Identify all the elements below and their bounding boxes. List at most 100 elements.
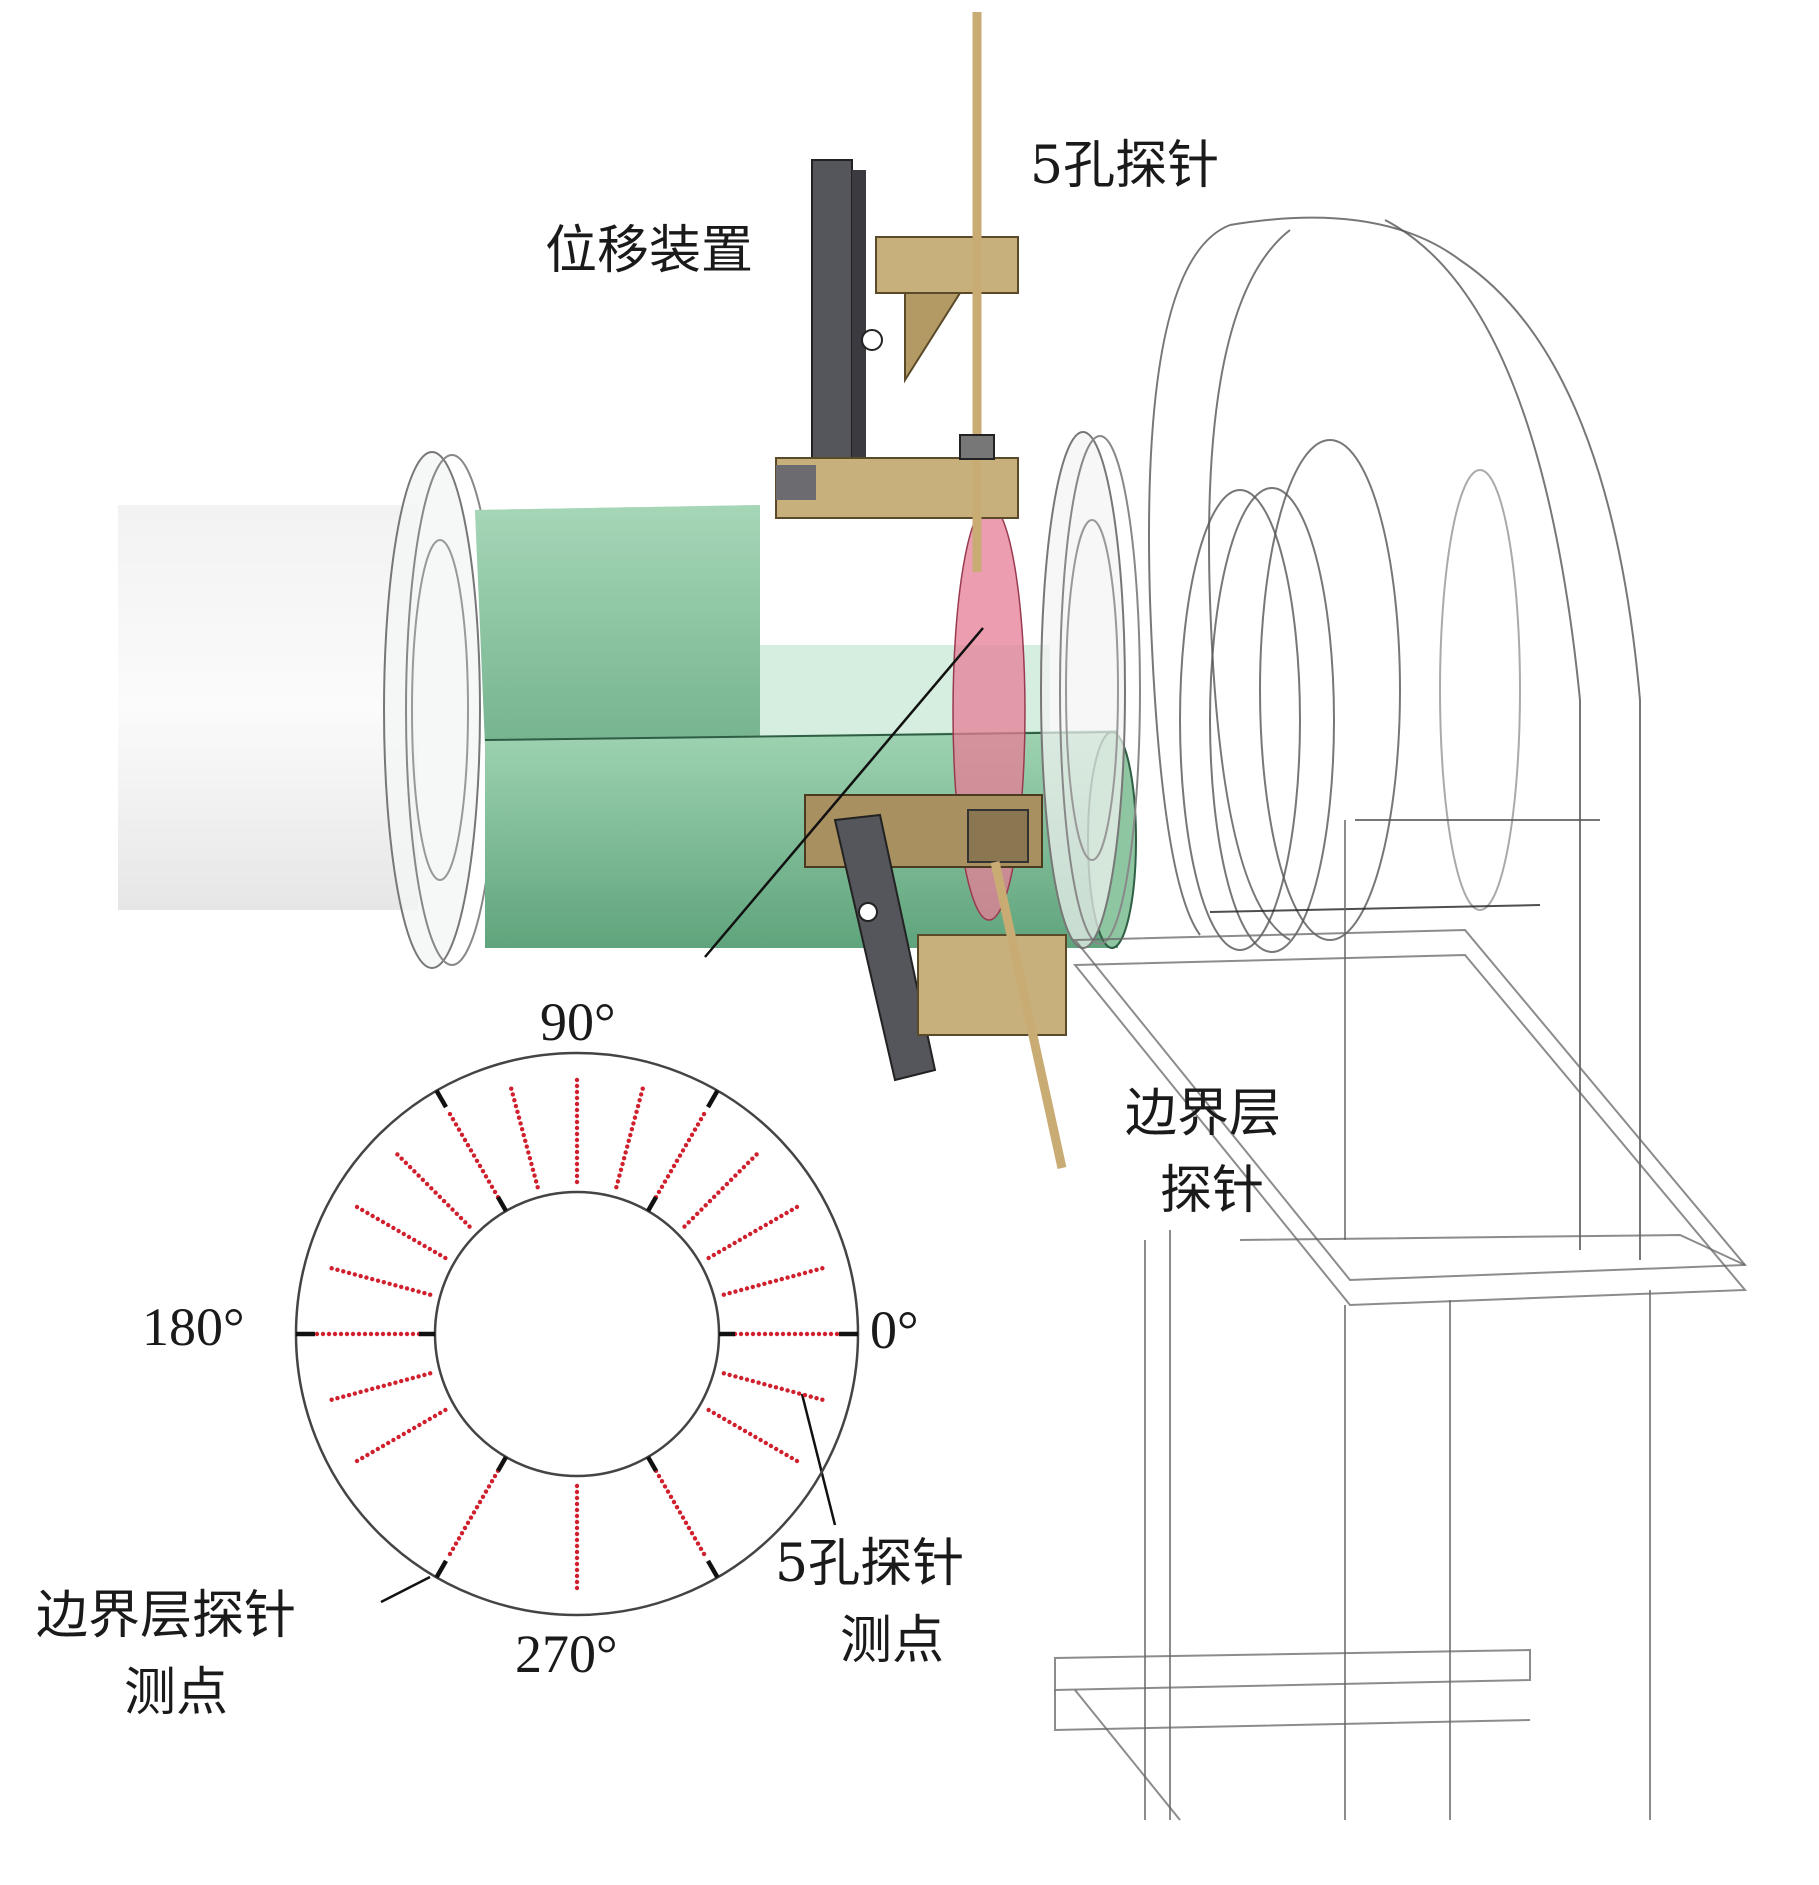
five-hole-point: [574, 1573, 580, 1579]
five-hole-point: [362, 1331, 368, 1337]
five-hole-point: [695, 1541, 701, 1546]
five-hole-point: [620, 1161, 625, 1167]
five-hole-point: [773, 1278, 779, 1283]
five-hole-point: [417, 1422, 422, 1428]
inlet-pipe: [118, 505, 418, 910]
five-hole-point: [574, 1585, 580, 1591]
boundary-layer-probe-label-1: 边界层: [1125, 1084, 1282, 1144]
five-hole-point: [820, 1397, 825, 1402]
five-hole-point: [774, 1331, 780, 1337]
five-hole-point: [429, 1186, 434, 1191]
five-hole-point: [762, 1331, 768, 1337]
five-hole-point: [767, 1383, 773, 1388]
five-hole-point: [416, 1289, 421, 1294]
five-hole-point: [699, 1207, 704, 1212]
five-hole-point: [744, 1377, 750, 1382]
five-hole-point: [574, 1083, 580, 1089]
five-hole-point: [574, 1143, 580, 1149]
five-hole-point: [386, 1222, 391, 1228]
five-hole-point: [422, 1372, 427, 1378]
five-hole-point: [727, 1290, 732, 1296]
five-hole-point: [529, 1161, 534, 1167]
five-hole-point: [732, 1422, 737, 1428]
five-hole-point: [758, 1437, 763, 1443]
five-hole-point: [329, 1397, 334, 1402]
five-hole-point: [683, 1520, 689, 1525]
five-hole-point: [471, 1153, 477, 1158]
five-hole-point: [706, 1407, 711, 1413]
five-hole-point: [690, 1215, 696, 1221]
five-hole-point: [516, 1115, 522, 1120]
five-hole-point: [727, 1419, 732, 1425]
five-hole-point: [668, 1168, 674, 1174]
outer-boundary-point-120: [434, 1089, 448, 1109]
five-hole-point: [621, 1156, 627, 1161]
five-hole-ray-0: [732, 1331, 840, 1337]
five-hole-point: [574, 1531, 580, 1537]
five-hole-point: [780, 1331, 786, 1337]
five-hole-point: [767, 1280, 773, 1285]
five-hole-point: [407, 1164, 413, 1170]
five-hole-point: [492, 1189, 498, 1195]
five-hole-point: [733, 1289, 738, 1294]
five-hole-point: [722, 1246, 727, 1252]
five-hole-ray-180: [314, 1331, 422, 1337]
five-hole-point: [808, 1269, 813, 1274]
five-hole-point: [474, 1505, 480, 1510]
five-hole-point: [450, 1207, 455, 1212]
five-hole-point: [574, 1125, 580, 1131]
five-hole-point: [399, 1156, 404, 1161]
five-hole-point: [744, 1286, 750, 1291]
five-hole-point: [380, 1331, 386, 1337]
five-hole-point: [635, 1103, 641, 1109]
five-hole-point: [680, 1148, 686, 1153]
five-hole-point: [574, 1537, 580, 1543]
test-duct: [475, 505, 1137, 949]
five-hole-point: [474, 1158, 480, 1163]
five-hole-point: [748, 1231, 753, 1237]
five-hole-point: [574, 1513, 580, 1519]
five-hole-point: [779, 1213, 784, 1219]
five-hole-point: [574, 1137, 580, 1143]
five-hole-point: [456, 1127, 462, 1132]
five-hole-point: [683, 1143, 689, 1148]
plane-leader-line: [704, 627, 984, 958]
five-hole-point: [695, 1211, 700, 1216]
five-hole-point: [768, 1443, 774, 1449]
five-hole-point: [706, 1255, 711, 1261]
five-hole-point: [574, 1113, 580, 1119]
five-hole-point: [443, 1407, 448, 1413]
five-hole-point: [404, 1377, 410, 1382]
five-hole-point: [463, 1220, 468, 1225]
five-hole-point: [483, 1489, 489, 1494]
five-hole-point: [707, 1198, 713, 1204]
five-hole-point: [814, 1395, 819, 1401]
boundary-layer-traverse: [804, 794, 1067, 1082]
five-hole-point: [796, 1272, 802, 1277]
five-hole-point: [360, 1455, 365, 1461]
five-hole-point: [354, 1204, 360, 1210]
five-hole-point: [358, 1273, 363, 1279]
five-hole-point: [332, 1331, 338, 1337]
five-hole-point: [523, 1138, 528, 1144]
five-hole-point: [406, 1234, 412, 1240]
five-hole-point: [489, 1184, 495, 1189]
five-hole-point: [686, 1137, 692, 1143]
five-hole-point: [625, 1144, 630, 1149]
five-hole-point: [459, 1132, 465, 1138]
five-hole-point: [677, 1153, 683, 1158]
five-hole-point: [716, 1190, 721, 1195]
five-hole-point: [424, 1181, 430, 1187]
five-hole-point: [773, 1446, 779, 1452]
five-hole-point: [399, 1284, 404, 1290]
five-hole-point: [574, 1567, 580, 1573]
five-hole-point: [341, 1394, 346, 1399]
five-hole-ray-30: [706, 1204, 800, 1261]
five-hole-point: [406, 1428, 412, 1434]
five-hole-point: [422, 1290, 427, 1296]
five-hole-point: [417, 1240, 422, 1246]
angle-label-0: 0°: [870, 1300, 919, 1360]
five-hole-point: [828, 1331, 834, 1337]
five-hole-point: [623, 1150, 628, 1155]
